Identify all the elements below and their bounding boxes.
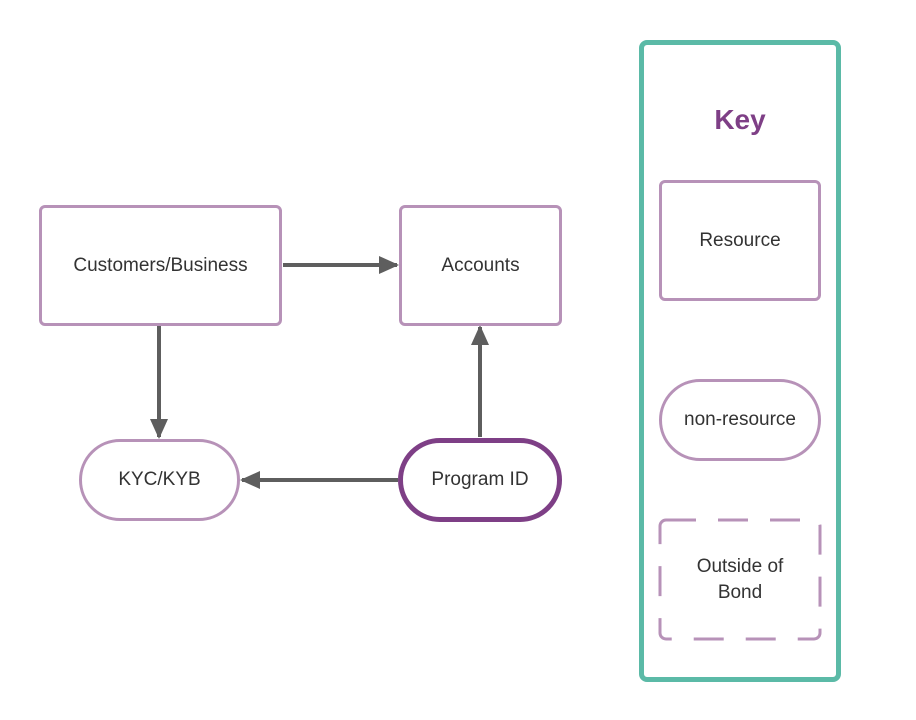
node-customers-business[interactable]: Customers/Business bbox=[39, 205, 282, 326]
key-outside-of-bond-shape bbox=[658, 518, 822, 641]
key-outside-of-bond-item: Outside of Bond bbox=[680, 520, 800, 639]
node-kyc-kyb[interactable]: KYC/KYB bbox=[79, 439, 240, 521]
node-customers-business-label: Customers/Business bbox=[73, 254, 248, 276]
key-resource-label: Resource bbox=[699, 229, 781, 251]
node-accounts[interactable]: Accounts bbox=[399, 205, 562, 326]
node-program-id-label: Program ID bbox=[431, 469, 529, 490]
node-accounts-label: Accounts bbox=[441, 254, 520, 276]
key-title: Key bbox=[714, 104, 766, 135]
node-program-id[interactable]: Program ID bbox=[398, 438, 562, 522]
key-resource-item: Resource bbox=[659, 180, 821, 301]
key-non-resource-label: non-resource bbox=[684, 409, 796, 430]
key-non-resource-item: non-resource bbox=[659, 379, 821, 461]
key-outside-of-bond-label: Outside of Bond bbox=[696, 555, 784, 603]
node-kyc-kyb-label: KYC/KYB bbox=[118, 469, 201, 490]
key-panel bbox=[639, 40, 841, 682]
